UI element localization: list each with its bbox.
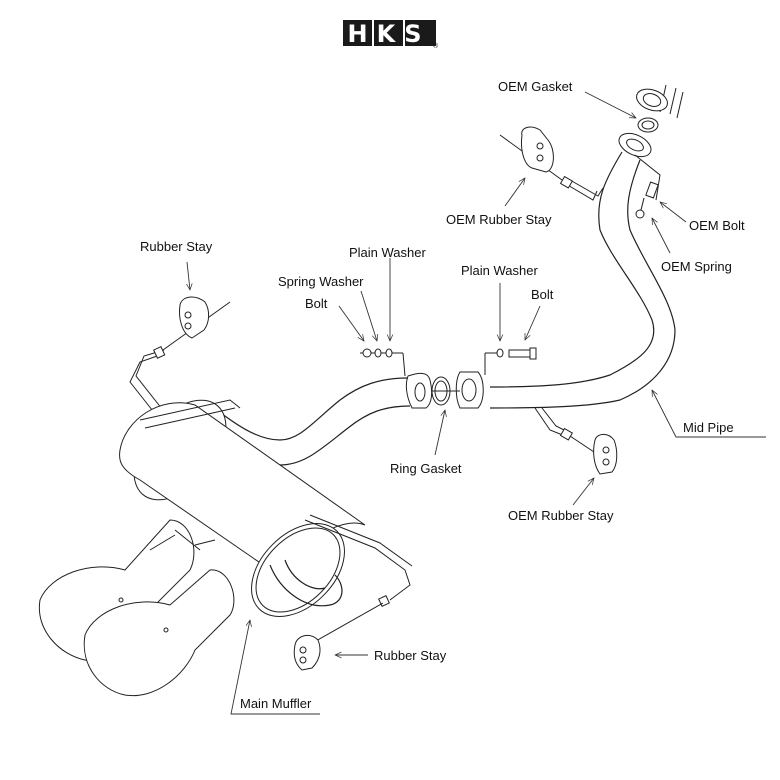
hks-logo: HKS ®: [343, 20, 439, 50]
logo-text: HKS: [348, 20, 431, 48]
leader-lines: [187, 91, 766, 715]
label-oem-rubber-stay-bottom: OEM Rubber Stay: [508, 508, 614, 523]
label-oem-rubber-stay-top: OEM Rubber Stay: [446, 212, 552, 227]
joint-flange-right: [455, 371, 484, 409]
plain-washer-left-part: [385, 348, 393, 358]
label-bolt-right: Bolt: [531, 287, 554, 302]
label-spring-washer: Spring Washer: [278, 274, 364, 289]
label-oem-bolt: OEM Bolt: [689, 218, 745, 233]
tailpipe-left: [38, 519, 195, 662]
plain-washer-right-part: [496, 348, 504, 358]
label-main-muffler: Main Muffler: [240, 696, 312, 711]
label-oem-gasket: OEM Gasket: [498, 79, 573, 94]
spring-washer-part: [374, 348, 382, 358]
label-plain-washer-right: Plain Washer: [461, 263, 538, 278]
label-plain-washer-left: Plain Washer: [349, 245, 426, 260]
tailpipe-right: [83, 569, 235, 697]
oem-spring-part: [645, 181, 659, 199]
label-rubber-stay-top: Rubber Stay: [140, 239, 213, 254]
label-rubber-stay-bottom: Rubber Stay: [374, 648, 447, 663]
mid-pipe-flange: [618, 132, 652, 158]
main-muffler-part: [38, 296, 413, 697]
oem-bolt-part: [635, 209, 645, 219]
bolt-left-part: [362, 348, 372, 358]
mid-pipe-drawing: [489, 84, 684, 465]
label-bolt-left: Bolt: [305, 296, 328, 311]
label-ring-gasket: Ring Gasket: [390, 461, 462, 476]
joint-hardware: [209, 347, 537, 466]
registered-mark: ®: [433, 42, 439, 50]
oem-gasket-part: [637, 117, 659, 133]
label-oem-spring: OEM Spring: [661, 259, 732, 274]
bolt-right-part: [508, 349, 532, 358]
joint-flange-left: [405, 372, 433, 409]
top-flange: [636, 88, 668, 112]
oem-rubber-stay-top-part: [521, 126, 554, 173]
rubber-stay-bottom-part: [293, 634, 321, 671]
rubber-stay-top-part: [179, 296, 210, 339]
oem-rubber-stay-bottom-part: [593, 433, 618, 475]
label-mid-pipe: Mid Pipe: [683, 420, 734, 435]
